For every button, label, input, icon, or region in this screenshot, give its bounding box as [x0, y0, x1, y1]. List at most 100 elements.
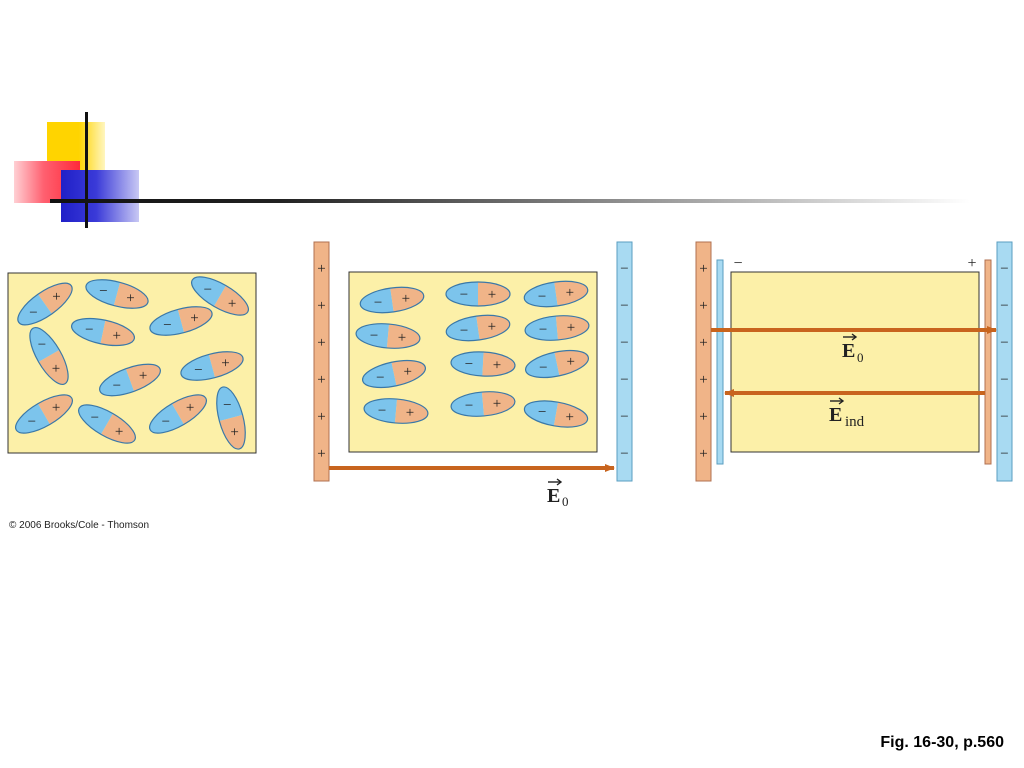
svg-text:−: −: [538, 405, 546, 421]
plate-charge-sign: −: [620, 409, 628, 425]
svg-text:+: +: [52, 400, 60, 416]
copyright-notice: © 2006 Brooks/Cole - Thomson: [9, 520, 150, 531]
svg-text:−: −: [538, 289, 546, 305]
svg-text:−: −: [460, 287, 468, 303]
svg-text:−: −: [99, 283, 107, 299]
induced-minus-sign: −: [733, 255, 742, 272]
svg-text:+: +: [112, 328, 120, 344]
plate-charge-sign: +: [699, 372, 707, 388]
negative-plate-charges-right-panel: −−−−−−: [1000, 261, 1008, 462]
svg-text:−: −: [465, 398, 473, 414]
svg-text:+: +: [567, 320, 575, 336]
svg-text:−: −: [374, 295, 382, 311]
svg-text:+: +: [488, 287, 496, 303]
svg-text:−: −: [28, 414, 36, 430]
plate-charge-sign: +: [699, 409, 707, 425]
svg-text:0: 0: [562, 494, 569, 509]
svg-text:+: +: [566, 285, 574, 301]
svg-text:+: +: [402, 291, 410, 307]
svg-text:+: +: [406, 405, 414, 421]
e0-label: E 0: [547, 478, 569, 509]
svg-text:+: +: [566, 354, 574, 370]
svg-text:−: −: [370, 328, 378, 344]
svg-text:+: +: [230, 425, 238, 441]
svg-text:−: −: [460, 323, 468, 339]
svg-text:0: 0: [857, 350, 864, 365]
eind-label: E ind: [829, 397, 865, 430]
plate-charge-sign: −: [620, 298, 628, 314]
svg-text:+: +: [52, 289, 60, 305]
plate-charge-sign: +: [699, 261, 707, 277]
plate-charge-sign: +: [699, 335, 707, 351]
dipole: −+: [144, 387, 212, 441]
positive-plate-charges-right-panel: + + + + + +: [699, 261, 707, 462]
positive-plate: [313, 241, 330, 482]
decor-blue-square: [61, 170, 139, 222]
svg-text:+: +: [126, 291, 134, 307]
svg-text:E: E: [829, 404, 842, 426]
plate-charge-sign: +: [317, 446, 325, 462]
dipole: −+: [186, 269, 254, 323]
dipole: −+: [10, 387, 78, 441]
svg-text:−: −: [85, 322, 93, 338]
svg-text:ind: ind: [845, 414, 865, 430]
svg-text:−: −: [162, 414, 170, 430]
svg-text:+: +: [403, 364, 411, 380]
plate-charge-sign: −: [1000, 446, 1008, 462]
dipole: −+: [450, 350, 516, 378]
dipole: −+: [22, 322, 76, 390]
dipole: −+: [444, 311, 512, 345]
svg-text:−: −: [465, 356, 473, 372]
figure-caption: Fig. 16-30, p.560: [880, 734, 1004, 751]
svg-text:+: +: [52, 361, 60, 377]
svg-text:+: +: [115, 424, 123, 440]
plate-charge-sign: −: [1000, 409, 1008, 425]
svg-text:+: +: [139, 368, 147, 384]
plate-charge-sign: −: [1000, 261, 1008, 277]
title-divider-line: [50, 199, 970, 203]
positive-plate-charges: ++++++: [317, 261, 325, 462]
induced-positive-layer: [984, 259, 992, 465]
plate-charge-sign: −: [620, 446, 628, 462]
induced-negative-layer: [716, 259, 724, 465]
svg-text:−: −: [113, 378, 121, 394]
dipole: −+: [73, 397, 141, 451]
plate-charge-sign: +: [317, 372, 325, 388]
negative-plate: [616, 241, 633, 482]
plate-charge-sign: −: [620, 335, 628, 351]
plate-charge-sign: +: [317, 335, 325, 351]
svg-text:−: −: [223, 397, 231, 413]
svg-text:−: −: [378, 403, 386, 419]
dipole: −+: [524, 313, 590, 343]
svg-text:−: −: [91, 410, 99, 426]
svg-text:−: −: [204, 282, 212, 298]
decor-vertical-line: [85, 112, 88, 228]
svg-text:+: +: [493, 396, 501, 412]
svg-text:−: −: [163, 318, 171, 334]
plate-charge-sign: −: [1000, 335, 1008, 351]
svg-text:−: −: [38, 337, 46, 353]
dipole: −+: [363, 396, 429, 426]
svg-text:+: +: [186, 400, 194, 416]
svg-text:+: +: [493, 358, 501, 374]
dipole: −+: [355, 321, 421, 351]
dipole: −+: [450, 389, 516, 419]
plate-charge-sign: +: [699, 446, 707, 462]
plate-charge-sign: −: [620, 372, 628, 388]
svg-text:−: −: [376, 370, 384, 386]
svg-text:−: −: [539, 322, 547, 338]
svg-text:+: +: [488, 319, 496, 335]
plate-charge-sign: −: [1000, 298, 1008, 314]
svg-text:+: +: [566, 409, 574, 425]
svg-text:+: +: [221, 355, 229, 371]
plate-charge-sign: +: [699, 298, 707, 314]
dielectric-polarization-diagram: −+−+−+−+−+−+−+−+−+−+−+−+ ++++++ −−−−−− −…: [7, 241, 1013, 509]
svg-text:−: −: [539, 360, 547, 376]
plate-charge-sign: +: [317, 261, 325, 277]
aligned-dipoles: −+−+−+−+−+−+−+−+−+−+−+−+: [355, 277, 591, 432]
svg-text:+: +: [190, 310, 198, 326]
dipole: −+: [11, 275, 79, 333]
induced-plus-sign: +: [967, 255, 976, 272]
svg-text:+: +: [398, 330, 406, 346]
svg-text:+: +: [228, 296, 236, 312]
